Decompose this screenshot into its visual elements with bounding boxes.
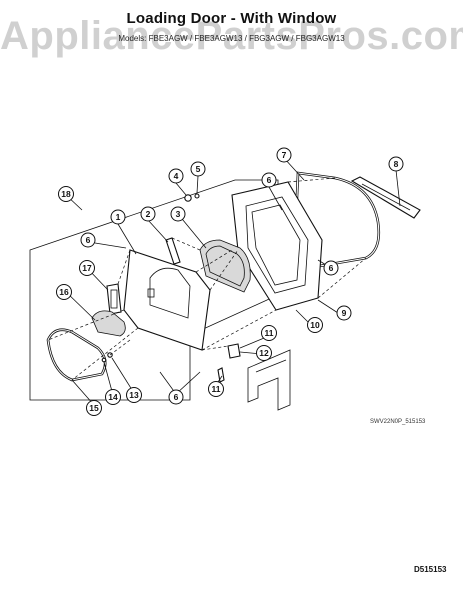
callout-15: 15 (86, 400, 102, 416)
callout-16: 16 (56, 284, 72, 300)
part-latch-screw (217, 367, 225, 383)
callout-9: 9 (336, 305, 352, 321)
callout-label: 11 (212, 384, 221, 394)
callout-8: 8 (388, 156, 404, 172)
callout-1: 1 (110, 209, 126, 225)
callout-label: 9 (342, 308, 347, 318)
callout-label: 6 (86, 235, 91, 245)
part-trim-ring (46, 328, 107, 382)
callout-label: 17 (82, 263, 92, 273)
callout-14: 14 (105, 389, 121, 405)
callout-4: 4 (168, 168, 184, 184)
callout-label: 1 (116, 212, 121, 222)
callout-label: 6 (267, 175, 272, 185)
callout-label: 6 (174, 392, 179, 402)
callout-2: 2 (140, 206, 156, 222)
page-title: Loading Door - With Window (126, 10, 337, 27)
callout-label: 14 (108, 392, 118, 402)
assembly-outline (29, 179, 279, 401)
callout-label: 8 (394, 159, 399, 169)
callout-label: 4 (174, 171, 179, 181)
drawing-reference: SWV22N0P_515153 (370, 419, 426, 425)
part-latch-bracket (227, 343, 241, 359)
part-hinge (165, 237, 181, 265)
part-inner-glass (91, 310, 126, 337)
callout-12: 12 (256, 345, 272, 361)
callout-label: 3 (176, 209, 181, 219)
callout-label: 10 (310, 320, 320, 330)
callout-17: 17 (79, 260, 95, 276)
part-window-glass (199, 239, 251, 293)
callout-label: 2 (146, 209, 151, 219)
callout-7: 7 (276, 147, 292, 163)
callout-label: 15 (89, 403, 99, 413)
callout-18: 18 (58, 186, 74, 202)
callout-6d: 6 (168, 389, 184, 405)
callout-3: 3 (170, 206, 186, 222)
cabinet-fragment (247, 349, 291, 411)
callout-6c: 6 (323, 260, 339, 276)
part-label-plate (106, 283, 122, 315)
callout-label: 12 (259, 348, 269, 358)
part-hinge-strip (350, 176, 421, 219)
callout-label: 13 (129, 390, 139, 400)
part-screw (184, 194, 192, 202)
callout-label: 7 (282, 150, 287, 160)
leader-lines (63, 157, 401, 406)
callout-label: 5 (196, 164, 201, 174)
callout-label: 11 (265, 328, 274, 338)
part-clip (194, 193, 200, 199)
callout-label: 18 (61, 189, 71, 199)
part-outer-door-panel (123, 249, 211, 351)
callout-label: 16 (59, 287, 69, 297)
callout-13: 13 (126, 387, 142, 403)
callout-6a: 6 (80, 232, 96, 248)
callout-5: 5 (190, 161, 206, 177)
part-washer (101, 357, 107, 363)
callout-label: 6 (329, 263, 334, 273)
document-id: D515153 (414, 565, 447, 574)
model-list: Models: FBE3AGW / FBE3AGW13 / FBG3AGW / … (118, 34, 345, 43)
callout-10: 10 (307, 317, 323, 333)
callout-11b: 11 (208, 381, 224, 397)
callout-11a: 11 (261, 325, 277, 341)
callout-6b: 6 (261, 172, 277, 188)
